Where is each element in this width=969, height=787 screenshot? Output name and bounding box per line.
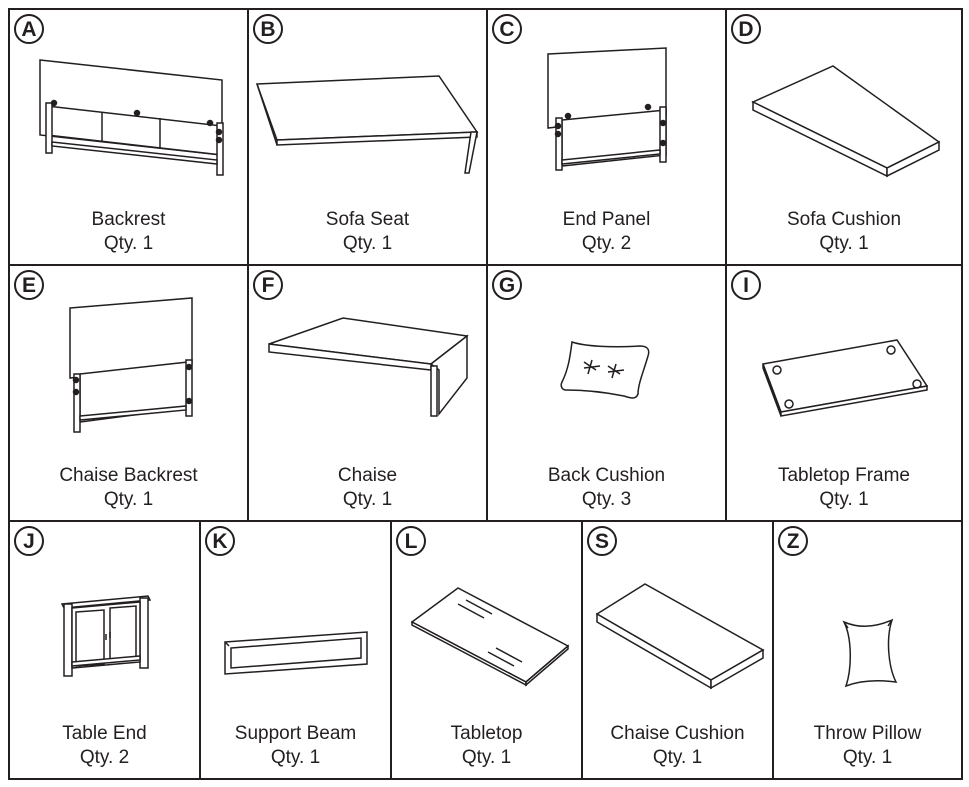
part-letter: L	[396, 526, 426, 556]
part-qty: Qty. 1	[270, 747, 321, 768]
part-qty: Qty. 1	[461, 747, 512, 768]
chaise-backrest-icon	[69, 297, 193, 433]
part-qty: Qty. 1	[842, 747, 893, 768]
part-letter: J	[14, 526, 44, 556]
part-letter: A	[14, 14, 44, 44]
part-qty: Qty. 1	[652, 747, 703, 768]
tabletop-frame-icon	[761, 339, 929, 417]
part-name: Chaise Cushion	[610, 723, 745, 744]
chaise-icon	[268, 317, 469, 417]
back-cushion-icon	[560, 340, 650, 399]
part-name: Tabletop Frame	[777, 465, 910, 486]
part-letter: I	[731, 270, 761, 300]
part-qty: Qty. 1	[819, 233, 869, 254]
part-qty: Qty. 1	[103, 233, 154, 254]
part-qty: Qty. 1	[103, 489, 154, 510]
sofa-cushion-icon	[751, 65, 941, 178]
part-letter: D	[731, 14, 761, 44]
part-name: End Panel	[562, 209, 651, 230]
part-cell-s: S Chaise Cushion Qty. 1	[581, 520, 774, 780]
part-cell-c: C End Panel Qty. 2	[486, 8, 727, 266]
chaise-cushion-icon	[595, 583, 765, 690]
part-cell-i: I Tabletop Frame Qty. 1	[725, 264, 963, 522]
part-cell-z: Z Throw Pillow Qty. 1	[772, 520, 963, 780]
part-cell-d: D Sofa Cushion Qty. 1	[725, 8, 963, 266]
part-qty: Qty. 2	[581, 233, 632, 254]
part-name: Back Cushion	[547, 465, 666, 486]
tabletop-icon	[410, 587, 570, 687]
part-cell-k: K Support Beam Qty. 1	[199, 520, 392, 780]
part-cell-b: B Sofa Seat Qty. 1	[247, 8, 488, 266]
part-letter: B	[253, 14, 283, 44]
part-letter: S	[587, 526, 617, 556]
part-name: Backrest	[91, 209, 166, 230]
part-name: Sofa Seat	[325, 209, 410, 230]
part-cell-j: J Table End Qty. 2	[8, 520, 201, 780]
part-letter: K	[205, 526, 235, 556]
backrest-icon	[39, 59, 224, 176]
part-letter: Z	[778, 526, 808, 556]
part-name: Support Beam	[234, 723, 357, 744]
part-qty: Qty. 1	[342, 233, 393, 254]
part-cell-a: A Backrest Qty. 1	[8, 8, 249, 266]
throw-pillow-icon	[842, 618, 898, 688]
part-qty: Qty. 3	[581, 489, 632, 510]
sofa-seat-icon	[255, 75, 479, 174]
part-letter: C	[492, 14, 522, 44]
part-name: Throw Pillow	[813, 723, 922, 744]
part-qty: Qty. 1	[819, 489, 869, 510]
part-letter: F	[253, 270, 283, 300]
part-cell-g: G Back Cushion Qty. 3	[486, 264, 727, 522]
table-end-icon	[60, 595, 152, 677]
part-letter: E	[14, 270, 44, 300]
end-panel-icon	[547, 47, 667, 171]
part-qty: Qty. 1	[342, 489, 393, 510]
part-name: Sofa Cushion	[786, 209, 902, 230]
part-cell-f: F Chaise Qty. 1	[247, 264, 488, 522]
part-qty: Qty. 2	[79, 747, 130, 768]
part-name: Table End	[62, 723, 147, 744]
part-cell-e: E Chaise Backrest Qty. 1	[8, 264, 249, 522]
part-name: Chaise Backrest	[59, 465, 198, 486]
part-name: Chaise	[337, 465, 398, 486]
part-cell-l: L Tabletop Qty. 1	[390, 520, 583, 780]
support-beam-icon	[224, 631, 368, 675]
part-name: Tabletop	[450, 723, 523, 744]
part-letter: G	[492, 270, 522, 300]
